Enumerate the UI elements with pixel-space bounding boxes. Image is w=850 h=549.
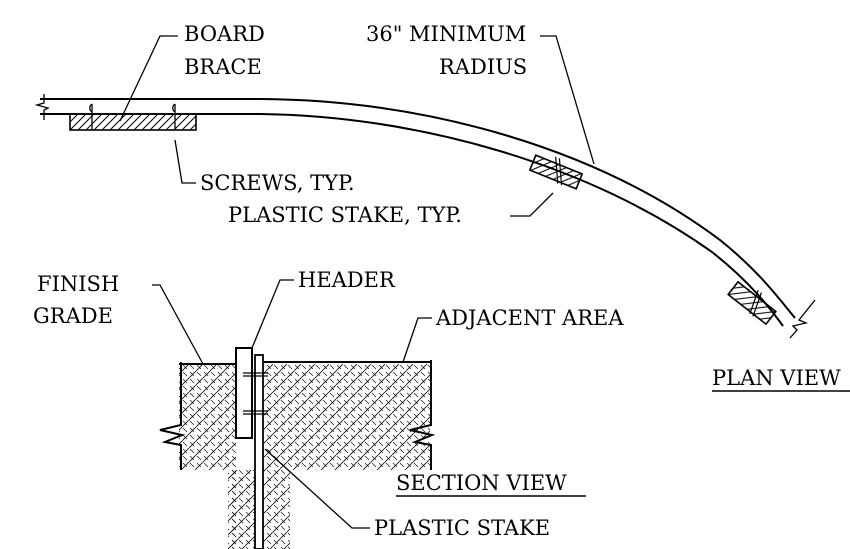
screw-lower [243,410,268,415]
break-line-right [789,299,816,339]
min-radius-label-line1: 36" MINIMUM [366,22,526,46]
board-brace-label-line2: BRACE [184,55,262,79]
finish-grade-label-line1: FINISH [37,272,119,296]
soil-fade [290,470,310,549]
soil-left-edge [159,362,186,470]
leader-min-radius [540,35,595,165]
leader-finish-grade [152,284,204,365]
plastic-stake-section [254,354,264,549]
section-view-title: SECTION VIEW [396,471,567,495]
header-label: HEADER [298,268,396,292]
plastic-stake-plan-right [727,280,777,326]
soil-left [179,364,236,549]
header-board-outer-edge [40,98,796,319]
plan-view-drawing [34,35,816,339]
min-radius-label-line2: RADIUS [439,55,527,79]
soil-right [264,364,430,470]
break-line-left [34,94,50,120]
board-brace [69,113,197,131]
plastic-stake-typ-label: PLASTIC STAKE, TYP. [228,203,462,227]
finish-grade-label-line2: GRADE [33,304,113,328]
board-brace-label-line1: BOARD [184,22,265,46]
leader-board-brace [119,35,178,122]
header-board-section [235,347,253,439]
screw-right [172,103,176,130]
plastic-stake-label: PLASTIC STAKE [374,516,550,540]
screw-upper [243,372,268,377]
section-view-drawing [152,279,850,549]
soil-right-edge [409,360,436,470]
screw-left [89,103,93,130]
leader-screws [174,139,196,184]
leader-adjacent-area [402,317,432,363]
plan-view-title: PLAN VIEW [712,366,841,390]
leader-plastic-stake [264,448,370,529]
leader-header [251,279,294,349]
screws-label: SCREWS, TYP. [200,171,355,195]
plastic-stake-plan-middle [528,154,584,190]
soil-below [228,470,300,549]
leader-plastic-stake-typ [510,192,554,217]
adjacent-area-label: ADJACENT AREA [435,306,624,330]
